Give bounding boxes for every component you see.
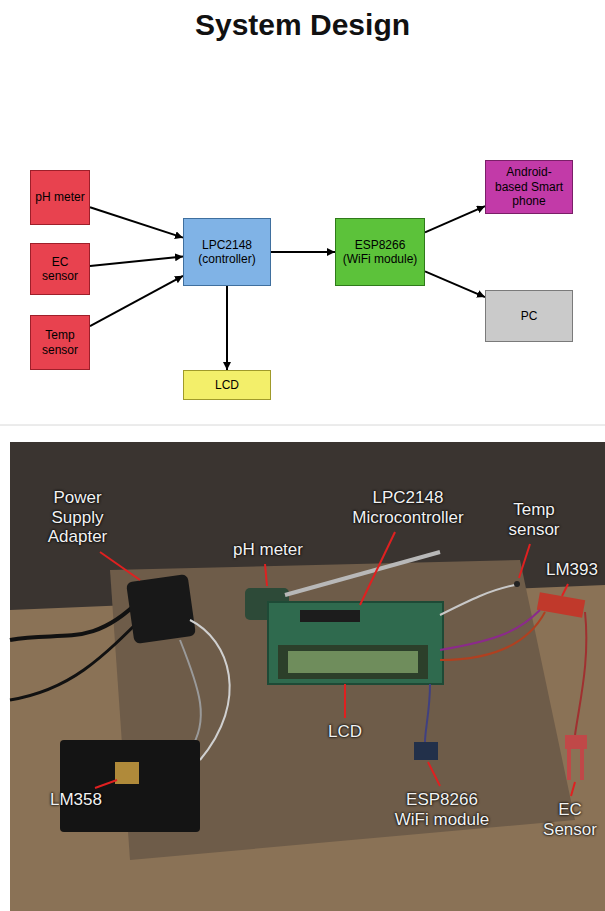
node-label: PC (521, 309, 538, 323)
lcd-screen (288, 651, 418, 673)
node-label: LCD (215, 378, 239, 392)
power-adapter (126, 574, 196, 644)
diagram-title: System Design (0, 8, 605, 42)
part-label: EC Sensor (539, 800, 601, 839)
part-label: LM358 (45, 790, 107, 810)
header-pins (300, 610, 360, 622)
part-label: Temp sensor (498, 500, 570, 539)
power-cable (10, 600, 140, 640)
esp8266-module (414, 742, 438, 760)
flow-arrow (90, 276, 183, 326)
wall-background (10, 442, 605, 911)
wire (440, 612, 545, 660)
lcd-module (278, 645, 428, 679)
leader-line (360, 532, 395, 605)
opamp-enclosure (60, 740, 200, 832)
divider-line (0, 425, 605, 426)
process-box: Temp sensor (30, 315, 90, 370)
process-box: LCD (183, 370, 271, 400)
process-box: EC sensor (30, 243, 90, 295)
ec-sensor-prong (580, 749, 584, 780)
process-box: pH meter (30, 170, 90, 225)
flow-arrow (226, 286, 228, 370)
process-box: ESP8266 (WiFi module) (335, 218, 425, 286)
ec-sensor-prong (567, 749, 571, 780)
flow-arrow (425, 271, 485, 297)
ec-sensor-head (565, 735, 587, 749)
leader-line (571, 782, 575, 796)
part-label: LCD (325, 722, 365, 742)
lpc2148-board (268, 602, 443, 684)
flow-arrow (425, 206, 485, 232)
leader-line (519, 544, 530, 578)
leader-line (428, 762, 440, 786)
leader-line (562, 584, 568, 596)
wire (180, 640, 201, 750)
wire (425, 684, 430, 742)
flow-arrow (271, 251, 335, 253)
part-label: ESP8266 WiFi module (392, 790, 492, 829)
node-label: Temp sensor (35, 328, 85, 357)
wire (575, 612, 586, 735)
node-label: EC sensor (35, 255, 85, 284)
wire (440, 610, 540, 650)
leader-line (95, 780, 117, 788)
process-box: LPC2148 (controller) (183, 218, 271, 286)
part-label: LM393 (543, 560, 601, 580)
leader-line (344, 684, 346, 718)
power-cable (10, 610, 150, 700)
leader-line (100, 552, 140, 580)
leader-line (265, 564, 267, 586)
process-box: Android-based Smart phone (485, 160, 573, 214)
node-label: ESP8266 (WiFi module) (340, 238, 420, 267)
part-label: pH meter (228, 540, 308, 560)
wire (440, 585, 515, 615)
flow-arrow (90, 207, 183, 237)
node-label: LPC2148 (controller) (188, 238, 266, 267)
node-label: Android-based Smart phone (490, 165, 568, 208)
node-label: pH meter (35, 190, 84, 204)
flow-arrow (90, 256, 183, 265)
part-label: LPC2148 Microcontroller (318, 488, 498, 527)
part-label: Power Supply Adapter (30, 488, 125, 547)
process-box: PC (485, 290, 573, 342)
temp-sensor-tip (514, 581, 520, 587)
ph-probe (285, 552, 440, 595)
lm358-chip (115, 762, 139, 784)
